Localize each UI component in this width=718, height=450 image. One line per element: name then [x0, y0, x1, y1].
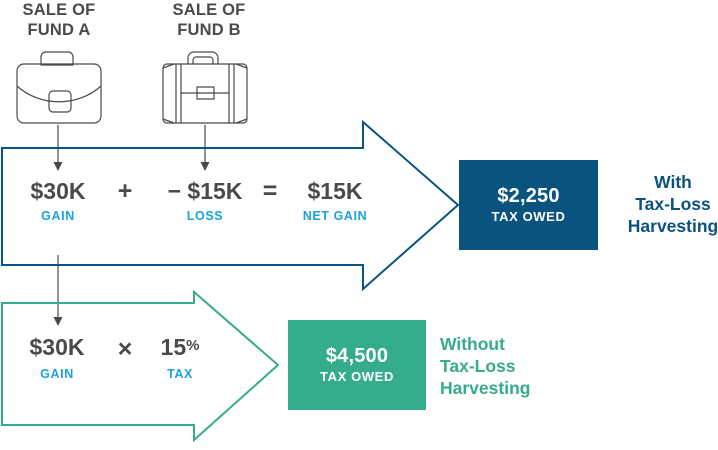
- briefcase-icon: [16, 51, 102, 124]
- connector-fund-a: [53, 125, 63, 171]
- row2-tax-rate-label: TAX: [167, 367, 193, 381]
- result-caption-without-harvesting: TAX OWED: [320, 369, 394, 384]
- result-value-with-harvesting: $2,250: [497, 185, 560, 207]
- row2-gain-amount: $30K: [29, 334, 85, 360]
- row2-tax-rate-number: 15: [160, 334, 187, 360]
- arrow-with-harvesting: [1, 119, 460, 292]
- result-caption-with-harvesting: TAX OWED: [491, 209, 566, 224]
- row2-times-operator: ×: [117, 335, 133, 363]
- row1-gain-label: GAIN: [41, 209, 75, 223]
- result-value-without-harvesting: $4,500: [325, 345, 389, 367]
- heading-sale-of-fund-a: SALE OF FUND A: [22, 1, 96, 39]
- row1-net-gain-amount: $15K: [307, 178, 363, 204]
- row2-gain-label: GAIN: [40, 367, 74, 381]
- outcome-label-without-harvesting: Without Tax-Loss Harvesting: [440, 334, 531, 398]
- row1-loss-label: LOSS: [186, 209, 224, 223]
- row1-plus-operator: +: [117, 177, 133, 205]
- row2-tax-rate-amount: 15%: [130, 334, 230, 364]
- row1-loss-amount: − $15K: [167, 178, 243, 204]
- row2-tax-rate-percent-sign: %: [186, 337, 200, 354]
- result-box-with-harvesting: $2,250 TAX OWED: [459, 160, 598, 250]
- row1-net-gain-label: NET GAIN: [302, 209, 368, 223]
- suitcase-icon: [162, 51, 248, 124]
- arrow-without-harvesting: [1, 289, 280, 443]
- row1-equals-operator: =: [262, 177, 278, 205]
- outcome-label-with-harvesting: With Tax-Loss Harvesting: [627, 172, 718, 236]
- result-box-without-harvesting: $4,500 TAX OWED: [288, 320, 426, 410]
- connector-fund-b: [200, 125, 210, 171]
- row1-gain-amount: $30K: [30, 178, 86, 204]
- heading-sale-of-fund-b: SALE OF FUND B: [172, 1, 246, 39]
